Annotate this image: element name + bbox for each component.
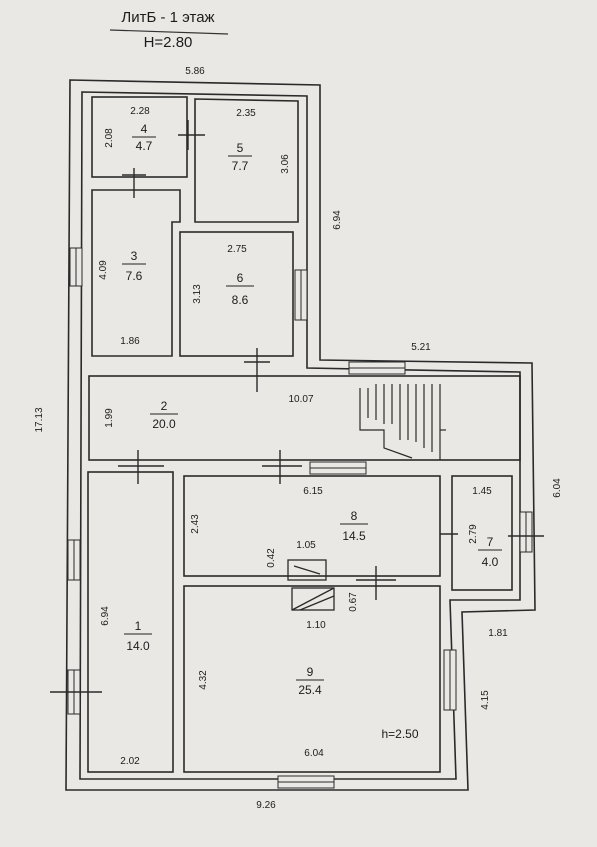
window-room-9-bottom xyxy=(277,775,335,789)
room-6-number: 6 xyxy=(237,271,244,285)
room-1-label: 1 14.0 xyxy=(124,619,152,653)
room-1-outline xyxy=(87,471,174,773)
staircase xyxy=(359,384,446,460)
dim-r1-height: 6.94 xyxy=(100,606,111,626)
dim-r5-height: 3.06 xyxy=(280,154,291,174)
room-4-outline xyxy=(91,96,188,178)
rooms xyxy=(87,96,521,773)
window-room-7 xyxy=(519,511,533,553)
window-room-3 xyxy=(69,247,83,287)
door-4-5 xyxy=(178,120,205,150)
room-8-area: 14.5 xyxy=(342,529,366,543)
dim-r6-width: 2.75 xyxy=(227,244,247,255)
room-2-area: 20.0 xyxy=(152,417,176,431)
dim-bottom-width: 9.26 xyxy=(256,800,276,811)
plan-title: ЛитБ - 1 этаж xyxy=(121,9,214,26)
dim-r8-width: 6.15 xyxy=(303,486,323,497)
room-9-label: 9 25.4 xyxy=(296,665,324,697)
door-4-3 xyxy=(122,168,146,198)
dim-r4-height: 2.08 xyxy=(104,128,115,148)
room-7-area: 4.0 xyxy=(482,555,499,569)
dim-r4-width: 2.28 xyxy=(130,106,150,117)
window-room-9-right xyxy=(443,649,457,711)
dim-right-step: 1.81 xyxy=(488,628,508,639)
room-1-area: 14.0 xyxy=(126,639,150,653)
room-2-label: 2 20.0 xyxy=(150,399,178,431)
room-5-area: 7.7 xyxy=(232,159,249,173)
dim-r7-height: 2.79 xyxy=(468,524,479,544)
room-7-outline xyxy=(451,475,513,591)
room-9-area: 25.4 xyxy=(298,683,322,697)
door-6-2 xyxy=(244,348,270,392)
room-9-outline xyxy=(183,585,441,773)
dim-r9-height: 4.32 xyxy=(198,670,209,690)
room-1-number: 1 xyxy=(135,619,142,633)
window-room-2 xyxy=(348,361,406,375)
window-room-1 xyxy=(67,539,81,581)
room-4-area: 4.7 xyxy=(136,139,153,153)
dim-right-mid-height: 6.04 xyxy=(552,478,563,498)
room-3-area: 7.6 xyxy=(126,269,143,283)
dim-stove-width: 1.05 xyxy=(296,540,316,551)
dim-r1-width: 2.02 xyxy=(120,756,140,767)
outer-wall-outline xyxy=(65,79,536,791)
windows xyxy=(67,247,533,789)
stove xyxy=(287,559,335,611)
dim-total-height: 17.13 xyxy=(34,407,45,432)
door-8-9 xyxy=(356,566,396,600)
outer-walls xyxy=(65,79,536,791)
room-5-number: 5 xyxy=(237,141,244,155)
dim-r6-height: 3.13 xyxy=(192,284,203,304)
floor-height: H=2.80 xyxy=(144,34,193,51)
dim-r8-height: 2.43 xyxy=(190,514,201,534)
room-8-label: 8 14.5 xyxy=(340,509,368,543)
dim-step-width: 5.21 xyxy=(411,342,431,353)
dim-chimney-height: 0.67 xyxy=(348,592,359,612)
door-2-1 xyxy=(118,450,164,484)
chimney-box xyxy=(291,587,335,611)
room-7-label: 7 4.0 xyxy=(478,535,502,569)
doors xyxy=(50,120,544,693)
title-underline xyxy=(109,29,229,35)
room-4-label: 4 4.7 xyxy=(132,122,156,153)
room-8-outline xyxy=(183,475,441,577)
room-6-outline xyxy=(179,231,294,357)
window-room-6 xyxy=(294,269,308,321)
dim-r3-width: 1.86 xyxy=(120,336,140,347)
dim-r5-width: 2.35 xyxy=(236,108,256,119)
dim-r9-width: 6.04 xyxy=(304,748,324,759)
room-labels: 4 4.7 5 7.7 3 7.6 6 8.6 2 20.0 8 14.5 xyxy=(122,122,502,697)
dim-right-lower-height: 4.15 xyxy=(480,690,491,710)
door-2-8 xyxy=(262,450,302,484)
dim-chimney-width: 1.10 xyxy=(306,620,326,631)
plan-header: ЛитБ - 1 этаж H=2.80 xyxy=(109,9,229,51)
stove-box xyxy=(287,559,327,581)
window-room-8 xyxy=(309,461,367,475)
dim-top-width: 5.86 xyxy=(185,66,205,77)
dim-r7-width: 1.45 xyxy=(472,486,492,497)
room-6-label: 6 8.6 xyxy=(226,271,254,307)
room-8-number: 8 xyxy=(351,509,358,523)
room-2-outline xyxy=(88,375,521,461)
room-3-label: 3 7.6 xyxy=(122,249,146,283)
room-5-outline xyxy=(194,98,299,223)
room-2-number: 2 xyxy=(161,399,168,413)
room-6-area: 8.6 xyxy=(232,293,249,307)
room-5-label: 5 7.7 xyxy=(228,141,252,173)
inner-wall-outline xyxy=(79,91,521,780)
dim-r2-height: 1.99 xyxy=(104,408,115,428)
room-7-number: 7 xyxy=(487,535,494,549)
room-3-number: 3 xyxy=(131,249,138,263)
dim-right-upper-height: 6.94 xyxy=(332,210,343,230)
room-9-number: 9 xyxy=(307,665,314,679)
dim-r3-height: 4.09 xyxy=(98,260,109,280)
dim-r2-width: 10.07 xyxy=(288,394,313,405)
dim-stove-height: 0.42 xyxy=(266,548,277,568)
dimension-labels: 5.86 2.28 2.08 2.35 3.06 6.94 4.09 2.75 … xyxy=(34,66,563,811)
ceiling-height-note: h=2.50 xyxy=(381,727,418,741)
room-4-number: 4 xyxy=(141,122,148,136)
room-3-outline xyxy=(91,189,181,357)
